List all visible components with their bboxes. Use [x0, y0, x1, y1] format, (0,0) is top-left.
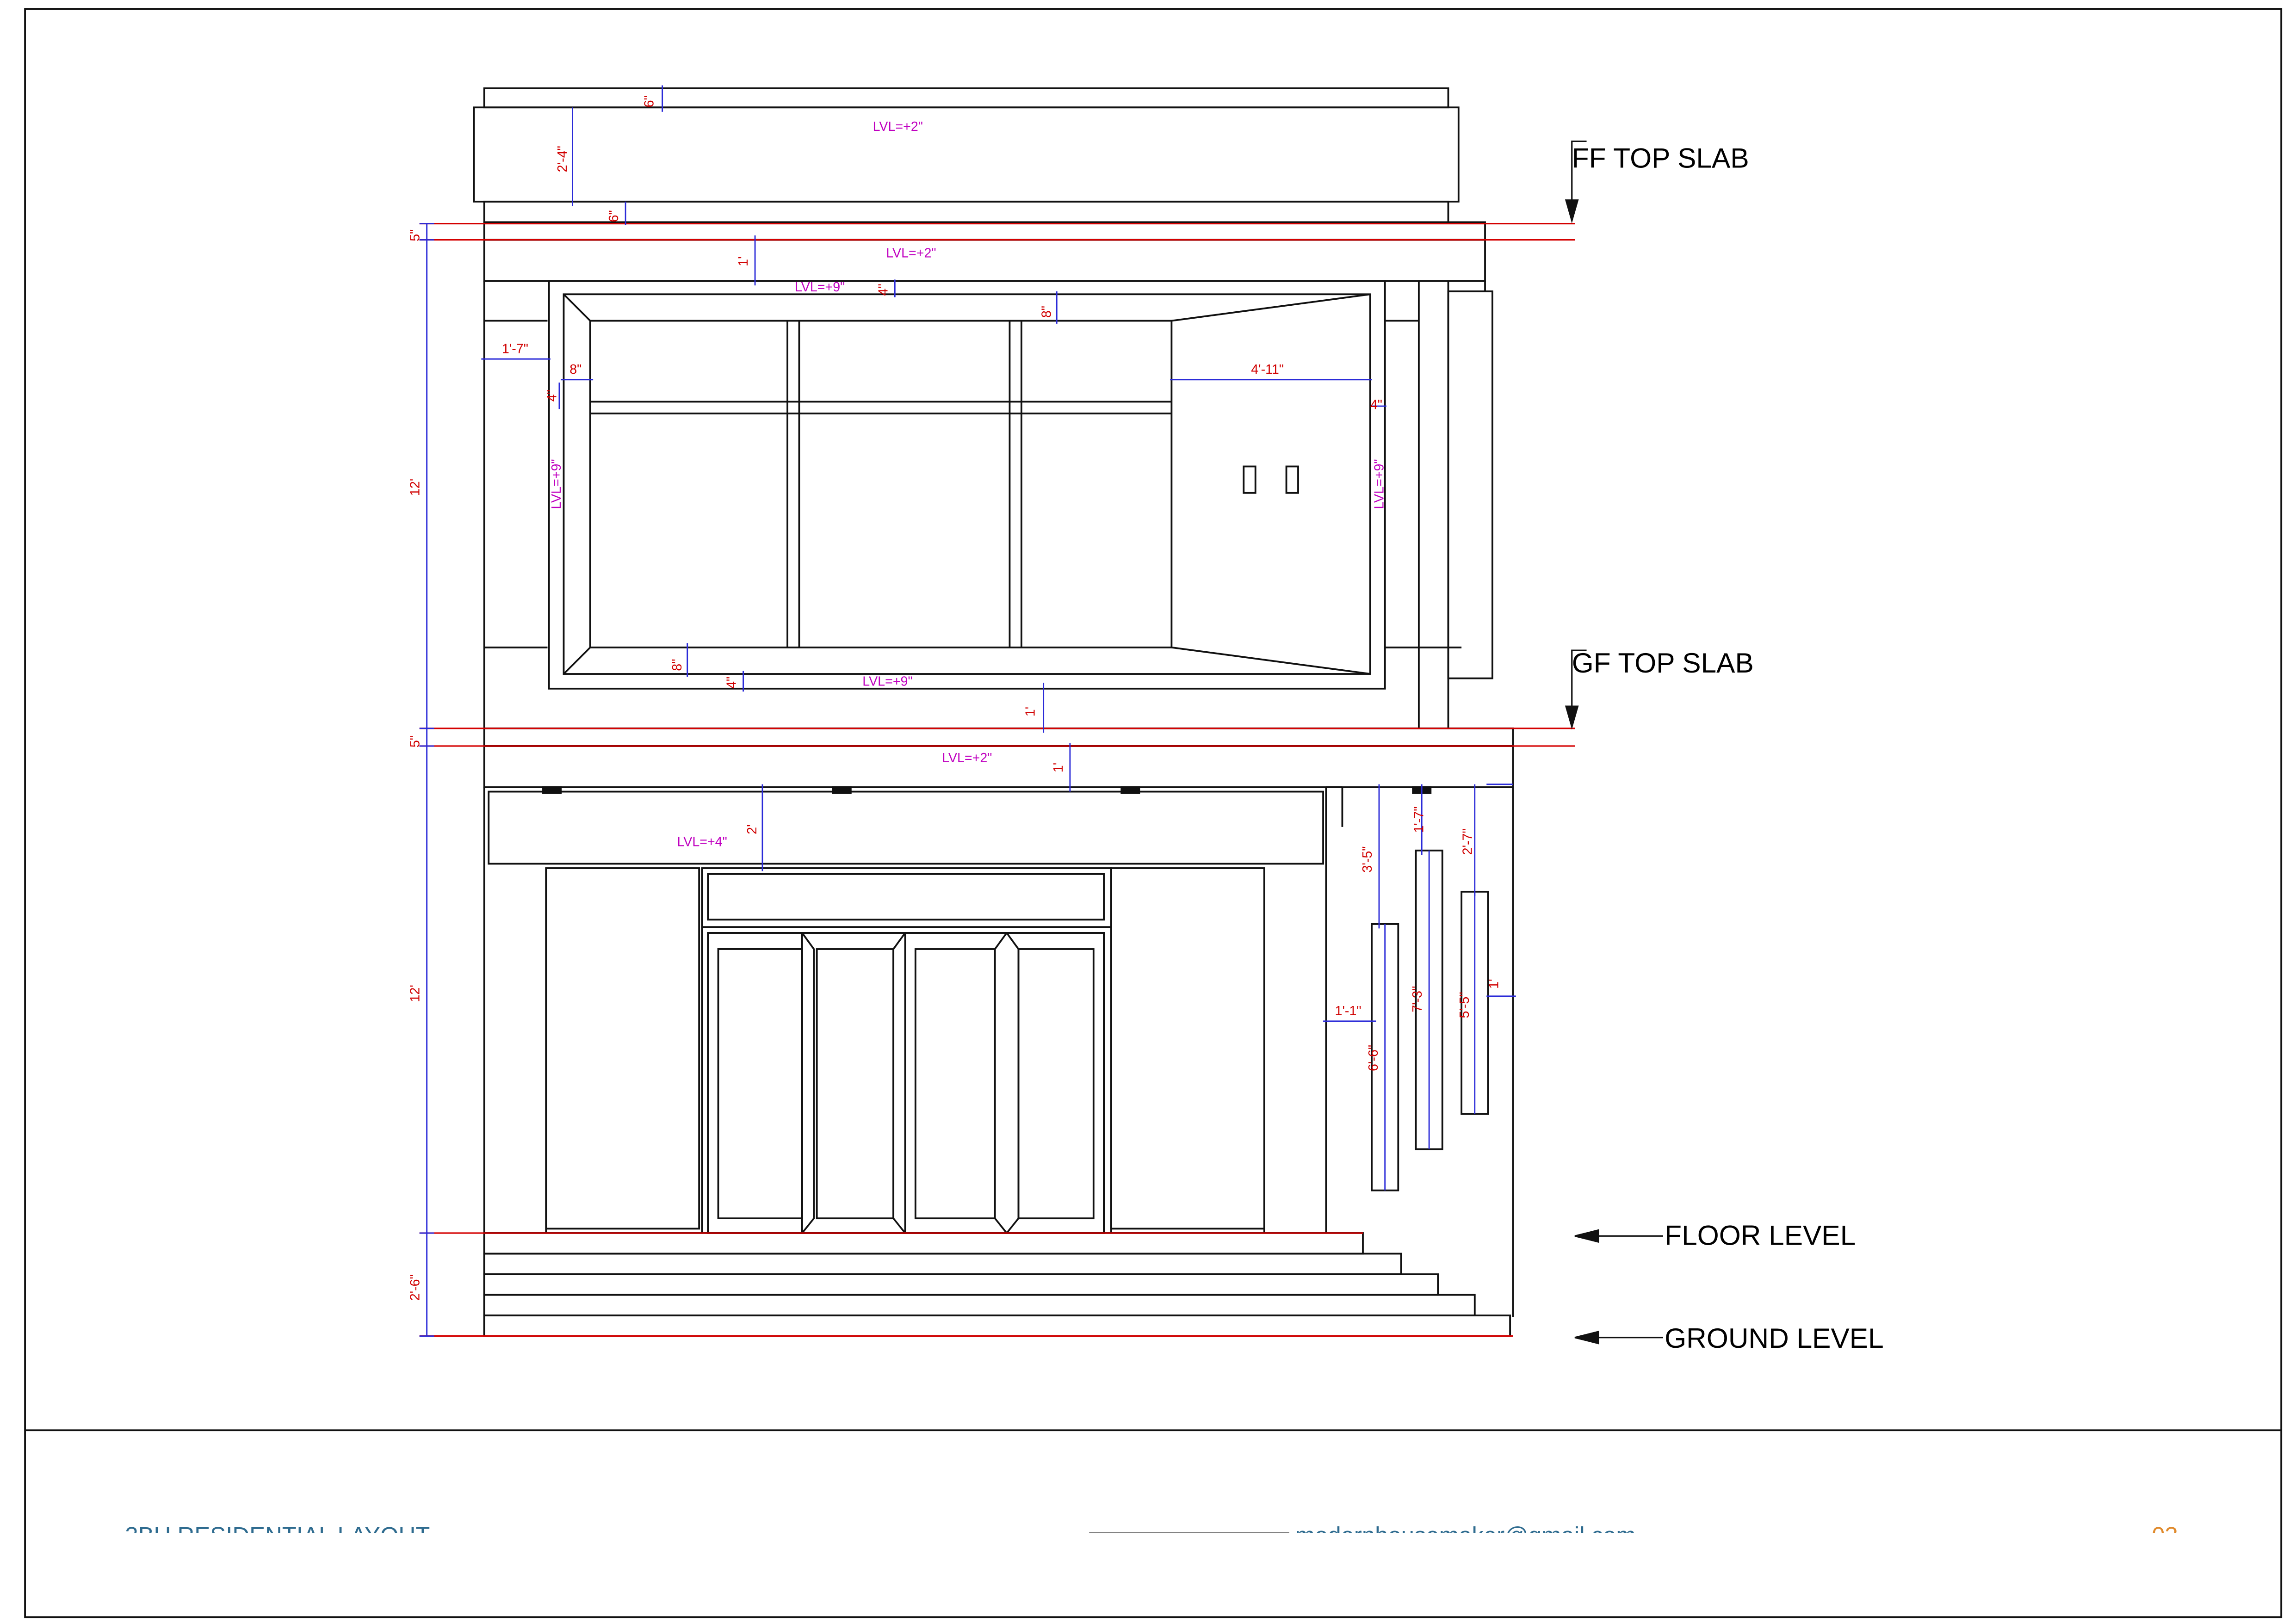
- dim-ff-beam: 1': [736, 256, 751, 266]
- ff-window-frame: [548, 280, 1386, 690]
- ground-level-label: GROUND LEVEL: [1665, 1322, 1884, 1354]
- dim-ff-panel-width: 4'-11": [1251, 362, 1284, 377]
- dim-ff-height: 12': [408, 479, 423, 496]
- dim-parapet-height: 2'-4": [555, 146, 570, 172]
- dimension-texts: 6" 2'-4" 6" 5" 1' 4" 8" 1'-7" 8" 4" 4'-1…: [408, 95, 1502, 1301]
- level-lines: [419, 222, 1575, 1337]
- dim-ff-frame-left: 8": [569, 362, 582, 377]
- lvl-ff-frame-right: LVL=+9": [1372, 459, 1387, 509]
- dim-ff-frame-top: 4": [876, 284, 891, 296]
- dim-parapet-top: 6": [642, 95, 657, 107]
- lvl-parapet: LVL=+2": [873, 119, 923, 134]
- lvl-ff-frame-bottom: LVL=+9": [862, 674, 912, 689]
- title-block: 3BU RESIDENTIAL LAYOUT modernhousemaker@…: [125, 1522, 2178, 1549]
- dim-gf-beam: 1': [1051, 763, 1066, 772]
- dim-gf-canopy: 2': [745, 824, 760, 834]
- dim-slot1-height: 6'-6": [1366, 1045, 1381, 1071]
- dim-ff-frame-bottom: 4": [724, 677, 739, 689]
- dim-gf-height: 12': [408, 985, 423, 1002]
- dim-parapet-bottom: 6": [606, 210, 621, 222]
- entrance-steps: [483, 1232, 1511, 1337]
- dim-ff-frame-left-thin: 4": [545, 389, 560, 401]
- lvl-ff-frame-left: LVL=+9": [549, 459, 564, 509]
- footer-email: modernhousemaker@gmail.com: [1295, 1522, 1636, 1549]
- dim-slot1-top: 3'-5": [1360, 846, 1375, 873]
- parapet: [473, 87, 1460, 223]
- dim-slot2-top: 1'-7": [1411, 807, 1426, 833]
- gf-slab: [483, 727, 1514, 794]
- dim-ff-frame-right: 4": [1370, 397, 1382, 412]
- ff-slab: [483, 221, 1486, 282]
- ff-top-slab-label: FF TOP SLAB: [1572, 142, 1749, 174]
- lvl-gf-canopy: LVL=+4": [677, 834, 727, 849]
- dimension-lines: [419, 85, 1516, 1337]
- dim-ff-left-offset: 1'-7": [502, 342, 528, 357]
- footer-sheet: 03: [2152, 1522, 2178, 1549]
- dim-gf-slab: 5": [408, 735, 423, 747]
- dim-slot3-top: 2'-7": [1460, 828, 1475, 855]
- gf-slot-windows: [1371, 849, 1489, 1191]
- dim-slot3-height: 5'-5": [1457, 992, 1472, 1018]
- lvl-ff-frame-top: LVL=+9": [795, 280, 845, 295]
- dim-slot2-height: 7'-3": [1410, 986, 1425, 1012]
- gf-facade: [483, 786, 1514, 1336]
- ff-walls: [483, 281, 1493, 728]
- dim-ff-frame-inset-top: 8": [1040, 306, 1054, 318]
- dim-gf-beam-top: 1': [1023, 707, 1038, 716]
- level-texts: LVL=+2" LVL=+2" LVL=+9" LVL=+9" LVL=+9" …: [549, 119, 1386, 849]
- dim-plinth: 2'-6": [408, 1274, 423, 1301]
- dim-ff-frame-inset-bottom: 8": [670, 659, 685, 671]
- gf-folding-door: [707, 932, 1105, 1234]
- sheet-border: [24, 8, 2283, 1618]
- dim-slot3-width: 1': [1487, 979, 1502, 988]
- lvl-gf-beam: LVL=+2": [942, 751, 992, 765]
- dim-slot-offset: 1'-1": [1335, 1004, 1362, 1018]
- level-markers: [1565, 140, 1663, 1345]
- footer-project: 3BU RESIDENTIAL LAYOUT: [125, 1522, 430, 1549]
- floor-level-label: FLOOR LEVEL: [1665, 1219, 1856, 1251]
- gf-top-slab-label: GF TOP SLAB: [1572, 647, 1754, 679]
- dim-ff-slab: 5": [408, 229, 423, 241]
- lvl-ff-beam: LVL=+2": [886, 246, 936, 261]
